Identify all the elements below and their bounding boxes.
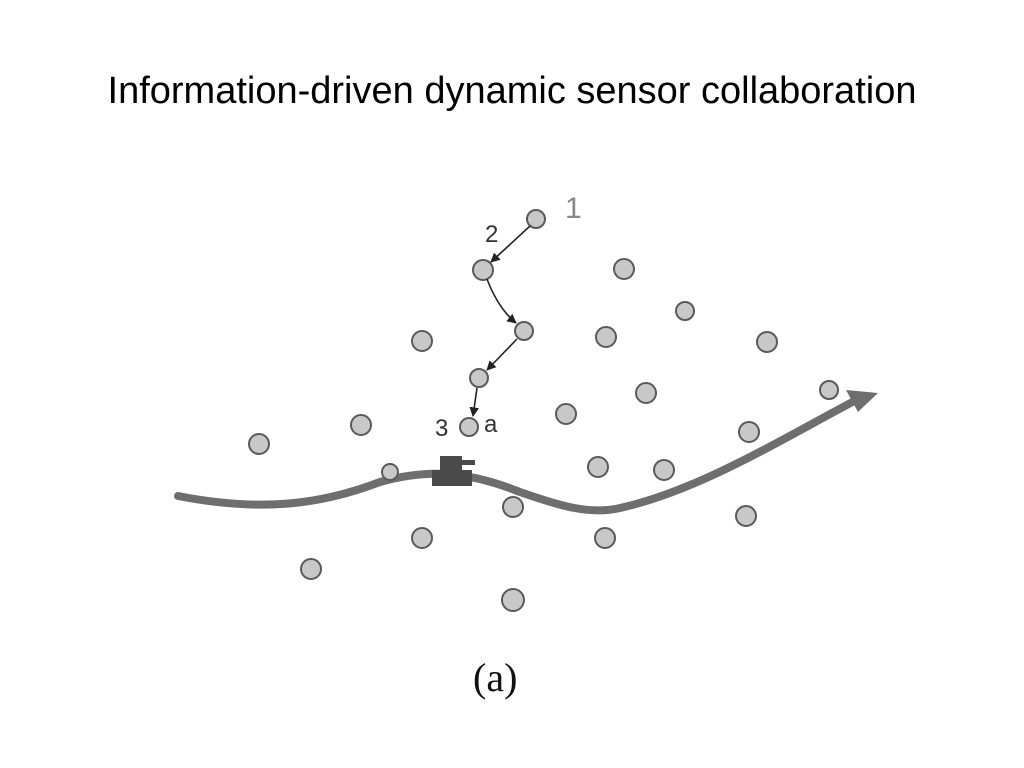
sensor-node bbox=[613, 258, 635, 280]
sensor-node bbox=[248, 433, 270, 455]
sensor-node bbox=[300, 558, 322, 580]
step-label-a: a bbox=[484, 411, 498, 438]
sensor-node bbox=[459, 417, 479, 437]
sensor-node bbox=[411, 330, 433, 352]
route-arrow bbox=[486, 278, 517, 324]
sensor-node bbox=[350, 414, 372, 436]
tank-icon bbox=[432, 456, 475, 486]
sensor-node bbox=[756, 331, 778, 353]
slide-title: Information-driven dynamic sensor collab… bbox=[107, 70, 917, 112]
sensor-node bbox=[411, 527, 433, 549]
sensor-node bbox=[653, 459, 675, 481]
step-label-2: 2 bbox=[485, 221, 498, 248]
sensor-node bbox=[594, 527, 616, 549]
route-arrow bbox=[469, 387, 479, 417]
route-arrow bbox=[490, 225, 531, 263]
sensor-node bbox=[514, 321, 534, 341]
target-track bbox=[174, 394, 864, 515]
route-arrow bbox=[486, 338, 518, 371]
sensor-node bbox=[675, 301, 695, 321]
sensor-node bbox=[469, 368, 489, 388]
step-label-3: 3 bbox=[435, 415, 448, 442]
sensor-node bbox=[587, 456, 609, 478]
sensor-node bbox=[735, 505, 757, 527]
sensor-node bbox=[501, 588, 525, 612]
sensor-node bbox=[381, 463, 399, 481]
sensor-node bbox=[738, 421, 760, 443]
sensor-node bbox=[526, 209, 546, 229]
sensor-node bbox=[472, 259, 494, 281]
sensor-node bbox=[595, 326, 617, 348]
figure-caption: (a) bbox=[473, 655, 517, 700]
track-arrowhead bbox=[846, 390, 878, 412]
sensor-node bbox=[502, 496, 524, 518]
sensor-node bbox=[555, 403, 577, 425]
sensor-node bbox=[819, 380, 839, 400]
step-label-1: 1 bbox=[565, 192, 582, 225]
sensor-node bbox=[635, 382, 657, 404]
